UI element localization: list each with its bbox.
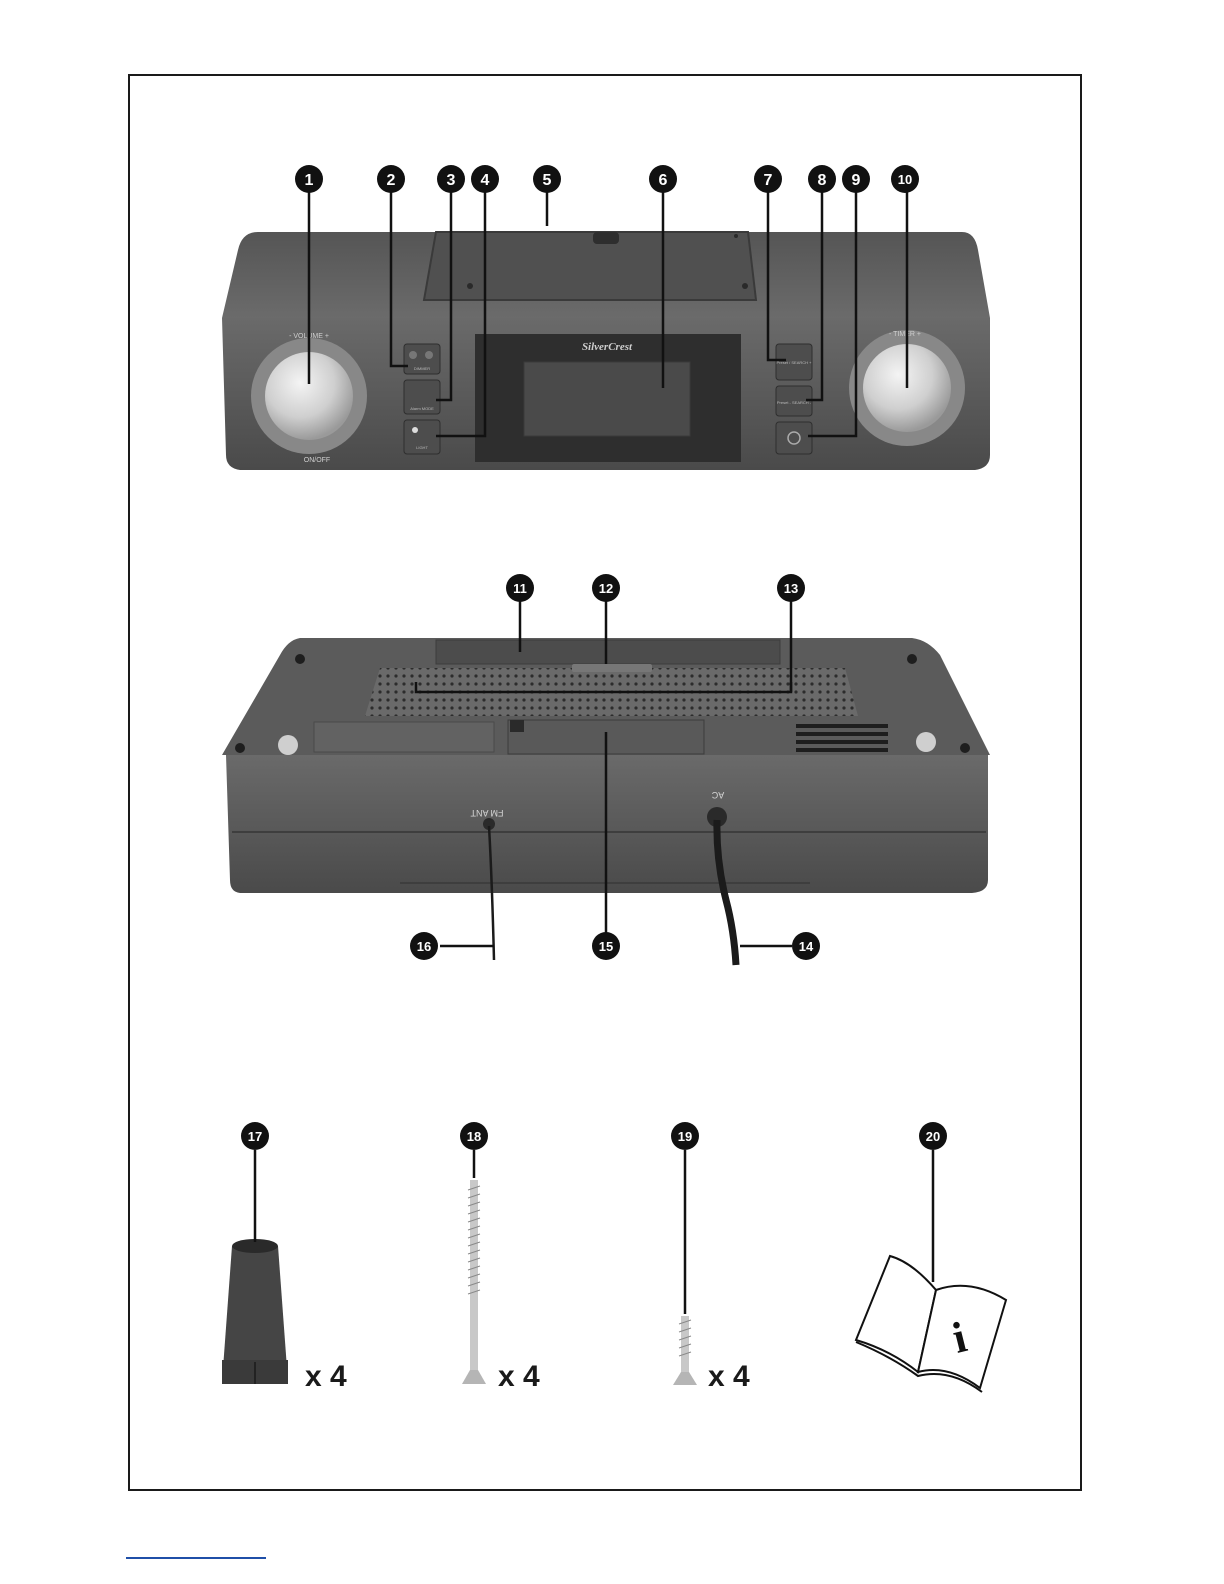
svg-text:Alarm MODE: Alarm MODE xyxy=(410,406,434,411)
svg-text:5: 5 xyxy=(543,172,552,189)
qty-short-screw: x 4 xyxy=(708,1360,750,1393)
svg-text:LIGHT: LIGHT xyxy=(416,445,428,450)
svg-text:10: 10 xyxy=(898,172,912,187)
callout-6: 6 xyxy=(649,165,677,193)
svg-text:2: 2 xyxy=(387,172,396,189)
brand-logo: SilverCrest xyxy=(582,341,633,353)
callout-7: 7 xyxy=(754,165,782,193)
svg-text:15: 15 xyxy=(599,939,613,954)
svg-text:16: 16 xyxy=(417,939,431,954)
callout-16: 16 xyxy=(410,932,438,960)
timer-label: - TIMER + xyxy=(889,331,921,338)
callout-20: 20 xyxy=(919,1122,947,1150)
svg-text:20: 20 xyxy=(926,1129,940,1144)
svg-text:4: 4 xyxy=(481,172,490,189)
callout-2: 2 xyxy=(377,165,405,193)
callout-19: 19 xyxy=(671,1122,699,1150)
callout-4: 4 xyxy=(471,165,499,193)
svg-text:7: 7 xyxy=(764,172,773,189)
svg-text:13: 13 xyxy=(784,581,798,596)
foot-right xyxy=(916,732,936,752)
callout-9: 9 xyxy=(842,165,870,193)
svg-text:1: 1 xyxy=(305,172,314,189)
callout-11: 11 xyxy=(506,574,534,602)
display-screen xyxy=(524,362,690,436)
svg-text:14: 14 xyxy=(799,939,814,954)
onoff-label: ON/OFF xyxy=(304,457,330,464)
battery-cover xyxy=(436,640,780,664)
instruction-manual: i xyxy=(856,1256,1006,1392)
callout-14: 14 xyxy=(792,932,820,960)
mount-screw xyxy=(593,232,619,244)
fm-ant-label: FM ANT xyxy=(470,808,504,818)
callout-3: 3 xyxy=(437,165,465,193)
qty-sleeve: x 4 xyxy=(305,1360,347,1393)
callout-1: 1 xyxy=(295,165,323,193)
short-screw xyxy=(673,1316,697,1385)
mounting-sleeve xyxy=(222,1239,288,1384)
mounting-plate xyxy=(424,232,756,300)
svg-text:18: 18 xyxy=(467,1129,481,1144)
ac-label: AC xyxy=(711,790,724,800)
callout-8: 8 xyxy=(808,165,836,193)
svg-text:11: 11 xyxy=(513,581,527,596)
warning-label-plate xyxy=(314,722,494,752)
svg-text:12: 12 xyxy=(599,581,613,596)
device-front-view: SilverCrest - VOLUME + ON/OFF - TIMER + … xyxy=(222,232,990,470)
callout-17: 17 xyxy=(241,1122,269,1150)
foot-left xyxy=(278,735,298,755)
svg-text:6: 6 xyxy=(659,172,668,189)
svg-text:3: 3 xyxy=(447,172,456,189)
long-screw xyxy=(462,1180,486,1384)
settings-button[interactable] xyxy=(776,422,812,454)
left-button-column: DIMMER Alarm MODE LIGHT xyxy=(404,344,440,454)
svg-text:9: 9 xyxy=(852,172,861,189)
qty-long-screw: x 4 xyxy=(498,1360,540,1393)
svg-text:DIMMER: DIMMER xyxy=(414,366,430,371)
callout-12: 12 xyxy=(592,574,620,602)
callout-10: 10 xyxy=(891,165,919,193)
callout-5: 5 xyxy=(533,165,561,193)
center-tab xyxy=(572,664,652,672)
svg-text:8: 8 xyxy=(818,172,827,189)
svg-text:17: 17 xyxy=(248,1129,262,1144)
callout-15: 15 xyxy=(592,932,620,960)
svg-text:19: 19 xyxy=(678,1129,692,1144)
callout-18: 18 xyxy=(460,1122,488,1150)
callout-13: 13 xyxy=(777,574,805,602)
